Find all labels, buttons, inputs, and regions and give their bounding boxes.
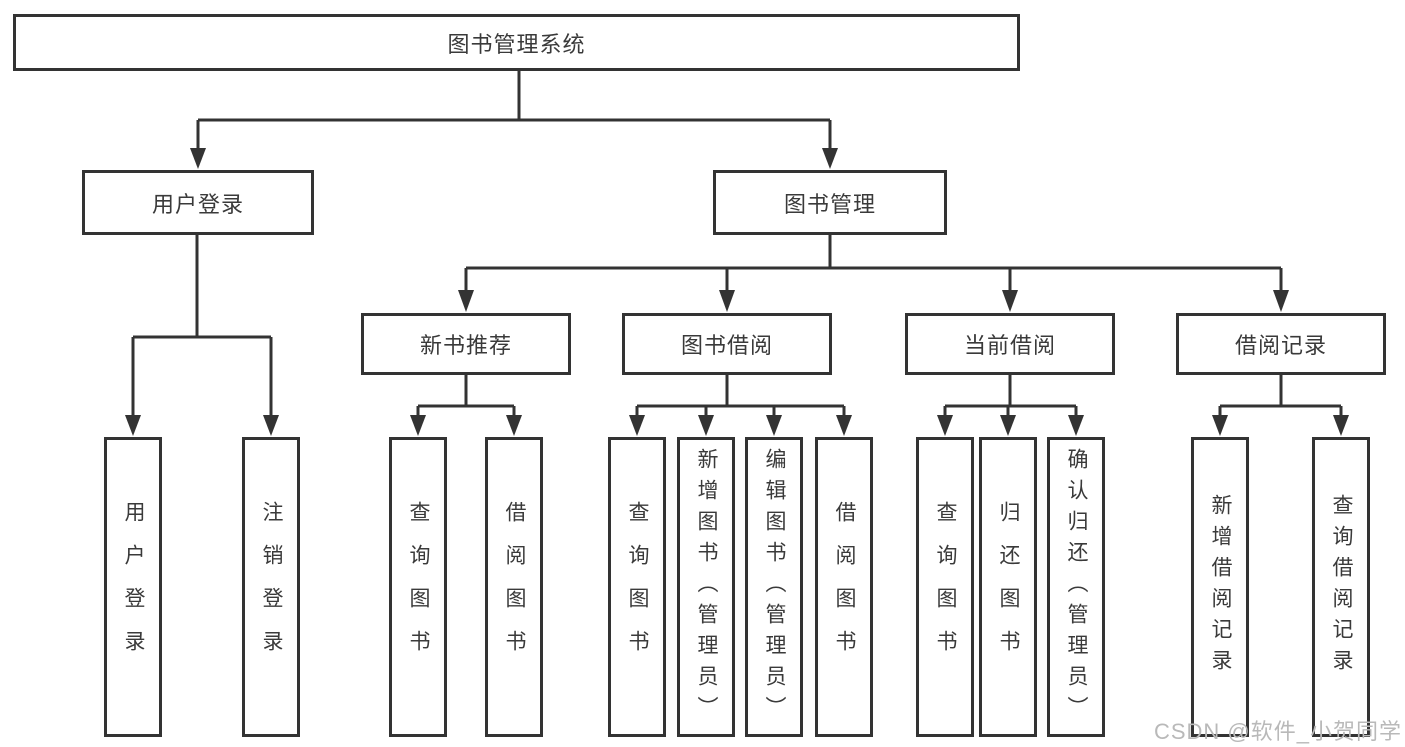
connector-book-borrow-children (629, 375, 852, 436)
node-leaf-query-books-current: 查询图书 (916, 437, 974, 737)
node-library-system: 图书管理系统 (13, 14, 1020, 71)
csdn-watermark: CSDN @软件_小贺同学 (1153, 719, 1402, 744)
node-borrow-records: 借阅记录 (1176, 313, 1386, 375)
connector-current-borrow-children (937, 375, 1084, 436)
node-leaf-return-book: 归还图书 (979, 437, 1037, 737)
node-leaf-borrow-books-recommend: 借阅图书 (485, 437, 543, 737)
node-user-login: 用户登录 (82, 170, 314, 235)
node-leaf-logout: 注销登录 (242, 437, 300, 737)
node-leaf-user-login: 用户登录 (104, 437, 162, 737)
node-leaf-query-books-recommend: 查询图书 (389, 437, 447, 737)
node-leaf-query-borrow-record: 查询借阅记录 (1312, 437, 1370, 737)
connector-user-login-children (125, 235, 279, 436)
node-leaf-add-book-admin: 新增图书（管理员） (677, 437, 735, 737)
node-leaf-borrow-books: 借阅图书 (815, 437, 873, 737)
node-leaf-confirm-return-admin: 确认归还（管理员） (1047, 437, 1105, 737)
node-book-borrow: 图书借阅 (622, 313, 832, 375)
node-current-borrow: 当前借阅 (905, 313, 1115, 375)
connector-root-to-level2 (190, 70, 838, 169)
connector-borrow-records-children (1212, 375, 1349, 436)
connector-book-management-children (458, 235, 1289, 312)
node-book-management: 图书管理 (713, 170, 947, 235)
node-leaf-edit-book-admin: 编辑图书（管理员） (745, 437, 803, 737)
node-new-book-recommend: 新书推荐 (361, 313, 571, 375)
node-leaf-add-borrow-record: 新增借阅记录 (1191, 437, 1249, 737)
connector-new-book-recommend-children (410, 375, 522, 436)
node-leaf-query-books-borrow: 查询图书 (608, 437, 666, 737)
